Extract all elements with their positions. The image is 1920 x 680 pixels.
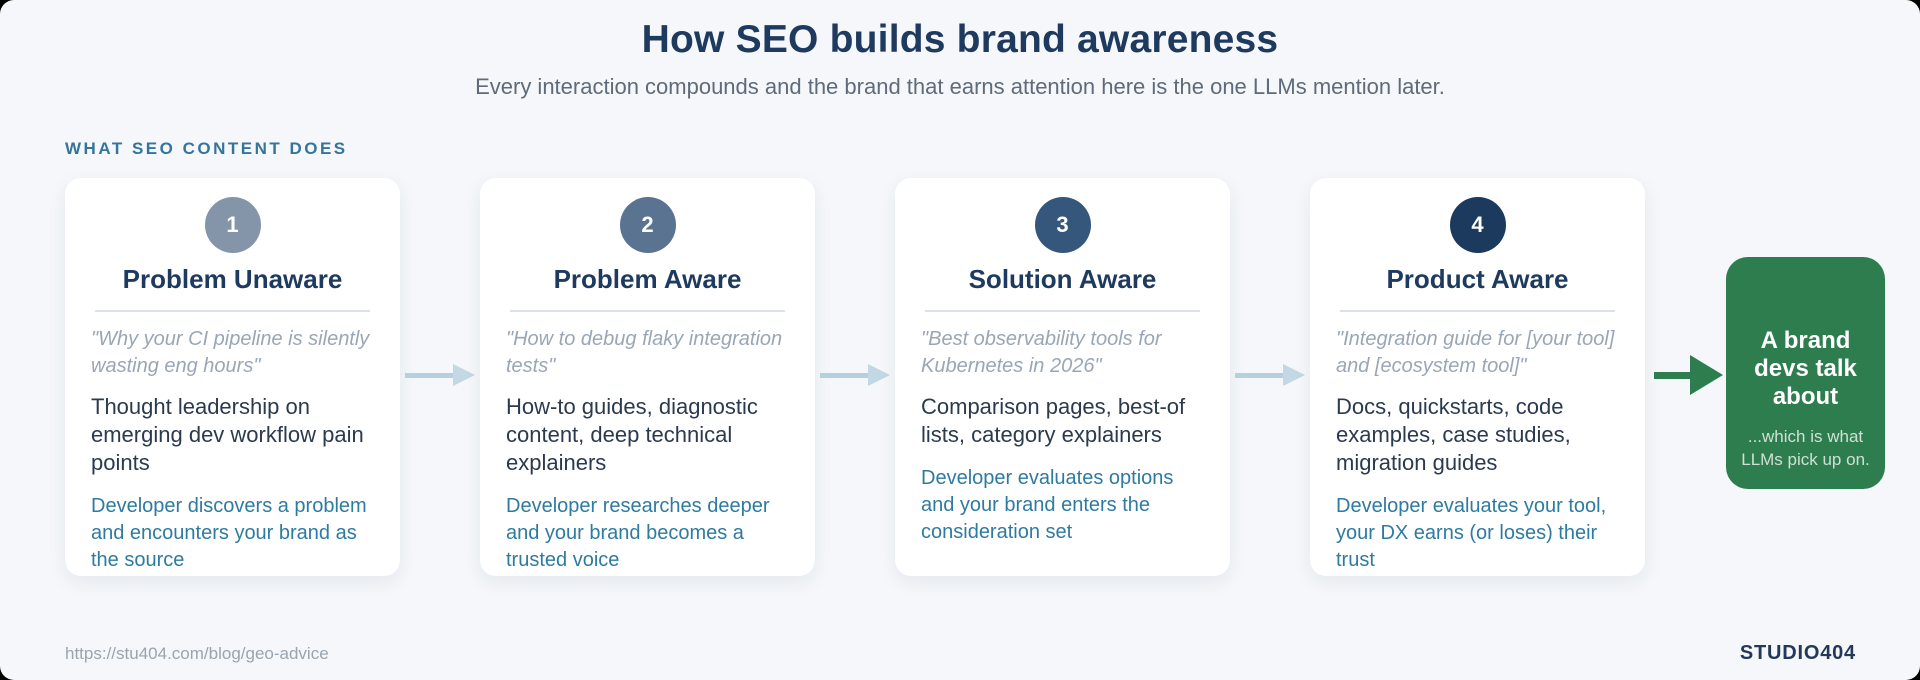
stage-title: Solution Aware <box>968 264 1157 294</box>
divider <box>95 310 370 312</box>
stage-outcome-text: Developer researches deeper and your bra… <box>506 495 770 571</box>
stage-title: Problem Unaware <box>122 264 343 294</box>
stage-number-badge: 1 <box>204 197 261 253</box>
arrow-head <box>1283 364 1305 386</box>
divider <box>510 310 785 312</box>
stage-example-quote: "Why your CI pipeline is silently wastin… <box>91 328 370 377</box>
stage-content-description: Comparison pages, best-of lists, categor… <box>921 394 1186 447</box>
stage-content-description: Thought leadership on emerging dev workf… <box>91 394 364 475</box>
stage-card-product-aware: 4 Product Aware "Integration guide for [… <box>1310 178 1645 576</box>
stage-number-badge: 2 <box>619 197 676 253</box>
stage-example-quote: "How to debug flaky integration tests" <box>506 328 783 377</box>
stage-number-badge: 4 <box>1449 197 1506 253</box>
stage-example-quote: "Best observability tools for Kubernetes… <box>921 328 1162 377</box>
stage-content-description: Docs, quickstarts, code examples, case s… <box>1336 394 1571 475</box>
stage-title: Product Aware <box>1386 264 1569 294</box>
divider <box>925 310 1200 312</box>
arrow-line <box>820 372 868 378</box>
arrow-head <box>1690 355 1723 395</box>
flow-arrow-icon <box>820 363 890 387</box>
result-title: A brand devs talk about <box>1754 327 1857 410</box>
stage-card-problem-aware: 2 Problem Aware "How to debug flaky inte… <box>480 178 815 576</box>
stage-outcome-text: Developer discovers a problem and encoun… <box>91 495 367 571</box>
divider <box>1340 310 1615 312</box>
arrow-line <box>1235 372 1283 378</box>
stage-number-badge: 3 <box>1034 197 1091 253</box>
footer-brand-logo: STUDIO404 <box>1739 642 1856 664</box>
stage-example-quote: "Integration guide for [your tool] and [… <box>1336 328 1615 377</box>
section-label: WHAT SEO CONTENT DOES <box>65 139 348 158</box>
arrow-head <box>868 364 890 386</box>
stage-outcome-text: Developer evaluates your tool, your DX e… <box>1336 495 1607 571</box>
result-note: ...which is what LLMs pick up on. <box>1741 427 1870 469</box>
stage-title: Problem Aware <box>553 264 742 294</box>
stage-content-description: How-to guides, diagnostic content, deep … <box>506 394 758 475</box>
arrow-line <box>1654 371 1690 379</box>
result-arrow-icon <box>1654 355 1723 395</box>
stage-outcome-text: Developer evaluates options and your bra… <box>921 467 1174 543</box>
stage-card-problem-unaware: 1 Problem Unaware "Why your CI pipeline … <box>65 178 400 576</box>
page-subtitle: Every interaction compounds and the bran… <box>475 74 1445 99</box>
stage-card-solution-aware: 3 Solution Aware "Best observability too… <box>895 178 1230 576</box>
arrow-head <box>453 364 475 386</box>
footer-url: https://stu404.com/blog/geo-advice <box>65 644 329 663</box>
flow-arrow-icon <box>1235 363 1305 387</box>
flow-arrow-icon <box>405 363 475 387</box>
result-box: A brand devs talk about ...which is what… <box>1726 257 1885 489</box>
arrow-line <box>405 372 453 378</box>
page-title: How SEO builds brand awareness <box>641 18 1279 61</box>
